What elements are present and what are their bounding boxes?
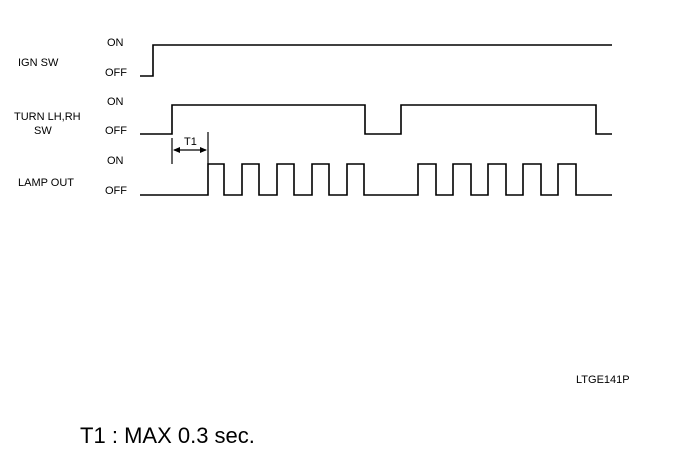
turn-sw-off-label: OFF [105, 125, 127, 137]
ign-sw-on-label: ON [107, 37, 124, 49]
lamp-out-waveform [140, 163, 612, 196]
turn-sw-waveform [140, 104, 612, 135]
lamp-out-on-label: ON [107, 155, 124, 167]
t1-note-separator: : [111, 423, 118, 448]
t1-marker-label: T1 [184, 136, 197, 148]
ign-sw-label: IGN SW [18, 57, 59, 69]
t1-note-term: T1 [80, 423, 106, 448]
lamp-out-label: LAMP OUT [18, 177, 74, 189]
t1-note-text: MAX 0.3 sec. [124, 423, 255, 448]
t1-arrow-right [200, 147, 207, 153]
figure-code: LTGE141P [576, 374, 630, 386]
turn-sw-on-label: ON [107, 96, 124, 108]
t1-note: T1 : MAX 0.3 sec. [80, 423, 255, 449]
lamp-out-off-label: OFF [105, 185, 127, 197]
turn-sw-label-line2: SW [34, 125, 52, 137]
t1-arrow-left [173, 147, 180, 153]
ign-sw-off-label: OFF [105, 67, 127, 79]
turn-sw-label-line1: TURN LH,RH [14, 111, 81, 123]
ign-sw-waveform [140, 44, 612, 77]
